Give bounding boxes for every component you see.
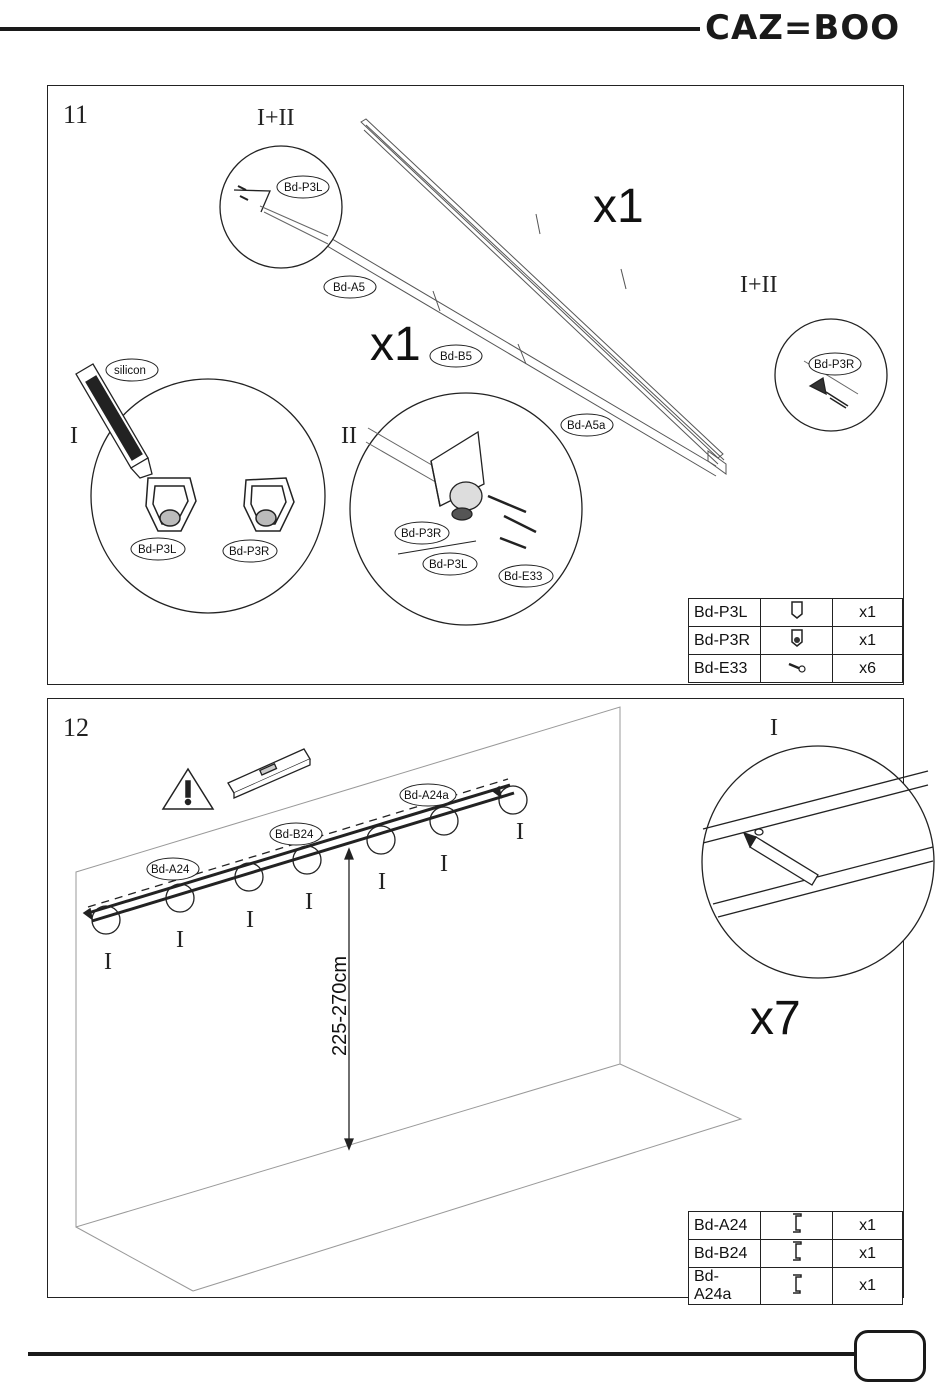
- screw-icon: [761, 655, 833, 683]
- header-rule: [0, 27, 700, 31]
- part-qty: x1: [833, 1212, 903, 1240]
- label-e33-ii: Bd-E33: [504, 571, 542, 583]
- roman-ii: II: [341, 423, 357, 449]
- part-qty: x6: [833, 655, 903, 683]
- part-code: Bd-A24: [689, 1212, 761, 1240]
- step-12-panel: 12: [47, 698, 904, 1298]
- label-a24a: Bd-A24a: [404, 790, 449, 802]
- label-p3l-detail: Bd-P3L: [284, 182, 323, 194]
- rail-profile-icon: [761, 1240, 833, 1268]
- part-code: Bd-B24: [689, 1240, 761, 1268]
- label-a5a: Bd-A5a: [567, 420, 606, 432]
- roman-i: I: [70, 423, 78, 449]
- mark-label: I: [516, 819, 524, 845]
- detail-circle-p3l: [220, 146, 342, 268]
- label-b24: Bd-B24: [275, 829, 314, 841]
- table-row: Bd-P3R x1: [689, 627, 903, 655]
- part-qty: x1: [833, 627, 903, 655]
- spirit-level-icon: [228, 749, 310, 798]
- mark-label: I: [246, 907, 254, 933]
- step-12-illustration: I I I I I I I Bd-A24 Bd-B24 Bd-A24a 225-…: [48, 699, 903, 1297]
- count-top: x1: [593, 180, 644, 233]
- table-row: Bd-E33 x6: [689, 655, 903, 683]
- mark-label: I: [440, 851, 448, 877]
- part-code: Bd-E33: [689, 655, 761, 683]
- step-11-illustration: Bd-P3L Bd-P3R I+II I+II I II x1 x1 Bd-A5…: [48, 86, 903, 684]
- label-a5: Bd-A5: [333, 282, 365, 294]
- label-silicon: silicon: [114, 365, 146, 377]
- label-a24: Bd-A24: [151, 864, 190, 876]
- rail-profile-icon: [761, 1212, 833, 1240]
- label-p3l-ii: Bd-P3L: [429, 559, 468, 571]
- label-b5: Bd-B5: [440, 351, 472, 363]
- table-row: Bd-B24 x1: [689, 1240, 903, 1268]
- part-qty: x1: [833, 1268, 903, 1305]
- mark-label: I: [378, 869, 386, 895]
- footer-rule: [28, 1352, 854, 1356]
- mark-label: I: [104, 949, 112, 975]
- brand-logo: CAZ=BOO: [705, 8, 900, 48]
- part-code: Bd-P3R: [689, 627, 761, 655]
- table-row: Bd-A24a x1: [689, 1268, 903, 1305]
- part-qty: x1: [833, 599, 903, 627]
- parts-table-11: Bd-P3L x1 Bd-P3R x1 Bd-E33 x6: [688, 598, 903, 683]
- label-p3l-i: Bd-P3L: [138, 544, 177, 556]
- table-row: Bd-P3L x1: [689, 599, 903, 627]
- bracket-right-icon: [761, 627, 833, 655]
- page-number-box: [854, 1330, 926, 1382]
- part-code: Bd-P3L: [689, 599, 761, 627]
- label-p3r-ii: Bd-P3R: [401, 528, 441, 540]
- part-code: Bd-A24a: [689, 1268, 761, 1305]
- parts-table-12: Bd-A24 x1 Bd-B24 x1 Bd-A24a x1: [688, 1211, 903, 1305]
- mark-label: I: [305, 889, 313, 915]
- label-p3r-i: Bd-P3R: [229, 546, 269, 558]
- height-label: 225-270cm: [329, 956, 351, 1056]
- warning-icon: [163, 769, 213, 809]
- step-11-panel: 11 Bd-P3L: [47, 85, 904, 685]
- rail-profile-icon: [761, 1268, 833, 1305]
- roman-i-ii-right: I+II: [740, 272, 778, 298]
- label-p3r-detail: Bd-P3R: [814, 359, 854, 371]
- roman-i-ii-top: I+II: [257, 105, 295, 131]
- bracket-left-icon: [761, 599, 833, 627]
- detail-circle-ii: [350, 393, 582, 625]
- table-row: Bd-A24 x1: [689, 1212, 903, 1240]
- detail-circle-marking: [702, 746, 934, 978]
- roman-detail: I: [770, 715, 778, 741]
- detail-count: x7: [750, 992, 801, 1045]
- part-qty: x1: [833, 1240, 903, 1268]
- count-mid: x1: [370, 318, 421, 371]
- mark-label: I: [176, 927, 184, 953]
